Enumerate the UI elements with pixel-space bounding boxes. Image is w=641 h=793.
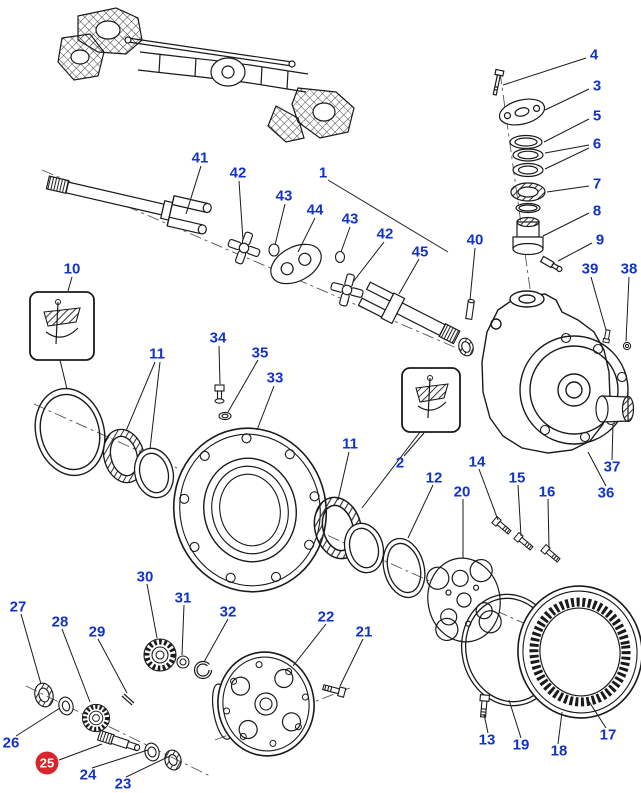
shaft-seal [458, 337, 474, 357]
part-label-32: 32 [219, 603, 237, 621]
part-label-38: 38 [620, 260, 638, 278]
pin-40 [465, 298, 475, 320]
top-plate-3 [498, 98, 546, 126]
part-label-7: 7 [592, 175, 602, 193]
part-label-6: 6 [592, 135, 602, 153]
washer-26 [58, 696, 74, 716]
part-label-11: 11 [149, 345, 165, 363]
part-label-30: 30 [136, 568, 154, 586]
sun-shaft-25 [96, 729, 141, 752]
part-label-36: 36 [597, 484, 615, 502]
bearing-7 [510, 182, 546, 202]
part-label-9: 9 [595, 231, 605, 249]
part-label-1: 1 [318, 164, 328, 182]
bolt-4 [492, 68, 505, 96]
part-label-13: 13 [478, 731, 496, 749]
hub-carrier [172, 427, 328, 593]
part-label-37: 37 [603, 458, 621, 476]
part-label-33: 33 [266, 369, 284, 387]
cylinder-37 [595, 395, 635, 423]
king-pin-stack [492, 68, 563, 273]
cap-27 [34, 682, 54, 708]
part-label-31: 31 [174, 589, 192, 607]
part-label-25-highlighted: 25 [35, 751, 59, 775]
part-label-27: 27 [9, 598, 27, 616]
planet-carrier [426, 557, 502, 643]
part-label-3: 3 [592, 77, 602, 95]
part-label-44: 44 [306, 201, 324, 219]
part-label-11: 11 [342, 435, 358, 453]
part-label-43: 43 [275, 187, 293, 205]
washer-24 [144, 742, 160, 762]
washer-35 [218, 411, 232, 421]
part-label-29: 29 [88, 623, 106, 641]
part-label-10: 10 [63, 260, 81, 278]
axle-shaft [45, 175, 212, 235]
grease-fitting-9 [539, 255, 563, 273]
diff-housing [211, 651, 315, 757]
part-label-8: 8 [592, 202, 602, 220]
ring-6a [512, 148, 544, 162]
king-pin-8 [512, 216, 544, 256]
ring-6b [512, 162, 544, 178]
nut-38 [622, 341, 632, 351]
part-label-34: 34 [209, 329, 227, 347]
part-label-21: 21 [355, 623, 373, 641]
part-label-41: 41 [191, 149, 209, 167]
ring-gear [517, 585, 641, 719]
part-label-5: 5 [592, 107, 602, 125]
part-label-18: 18 [550, 742, 568, 760]
part-label-19: 19 [512, 736, 530, 754]
fork-shaft [357, 281, 461, 345]
ring-10 [34, 387, 106, 477]
part-label-39: 39 [581, 260, 599, 278]
part-label-42: 42 [376, 225, 394, 243]
part-label-35: 35 [251, 344, 269, 362]
part-label-42: 42 [229, 164, 247, 182]
part-label-15: 15 [508, 469, 526, 487]
leader-lines [15, 57, 630, 778]
part-label-28: 28 [51, 613, 69, 631]
bolt-39 [602, 329, 611, 344]
detail-box-2 [401, 367, 461, 433]
double-yoke [270, 243, 322, 285]
fitting-34 [214, 384, 225, 404]
part-label-4: 4 [589, 46, 599, 64]
snap-ring-32 [193, 660, 213, 680]
part-label-23: 23 [114, 775, 132, 793]
part-label-40: 40 [466, 231, 484, 249]
roll-pin-29 [121, 693, 135, 706]
swivel-housing [481, 290, 635, 454]
part-label-17: 17 [599, 726, 617, 744]
part-label-12: 12 [425, 469, 443, 487]
part-label-45: 45 [411, 243, 429, 261]
part-label-2: 2 [395, 454, 405, 472]
o-ring-7 [515, 202, 541, 214]
axle-overview-drawing [57, 7, 355, 143]
part-label-24: 24 [79, 766, 97, 784]
part-label-16: 16 [538, 483, 556, 501]
bearing-cup-1 [268, 243, 346, 264]
detail-box-10 [29, 291, 95, 361]
part-label-43: 43 [341, 210, 359, 228]
part-label-22: 22 [317, 608, 335, 626]
washer-31 [176, 655, 190, 669]
part-label-14: 14 [468, 453, 486, 471]
seal-5 [509, 134, 543, 150]
part-label-20: 20 [453, 483, 471, 501]
seal-12 [382, 537, 426, 599]
part-label-26: 26 [2, 734, 20, 752]
